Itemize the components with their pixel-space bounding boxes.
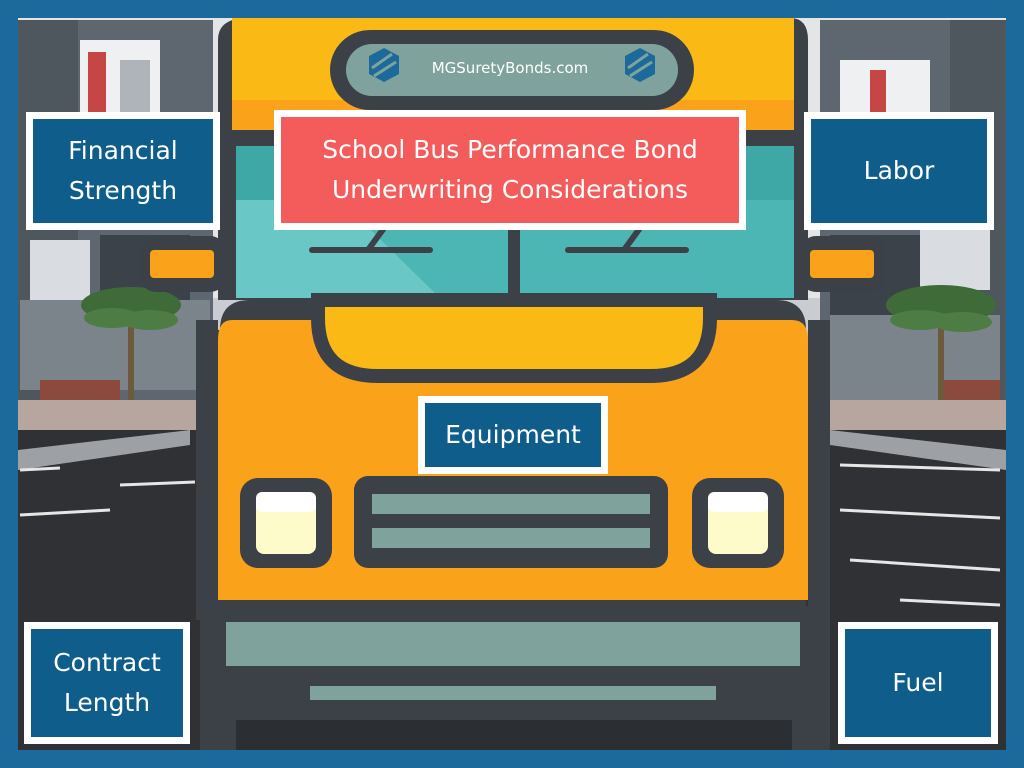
labor-label: Labor <box>863 156 935 185</box>
parking-lines <box>19 463 1001 607</box>
fuel-box: Fuel <box>838 622 998 744</box>
financial-strength-line-1: Financial <box>68 136 178 165</box>
hexagon-stripes-logo-icon-right <box>625 48 655 82</box>
page-title: School Bus Performance Bond Underwriting… <box>274 110 746 230</box>
left-palm-tree <box>81 287 181 420</box>
wipers <box>309 225 689 253</box>
equipment-box: Equipment <box>418 396 608 474</box>
grille <box>354 476 668 568</box>
title-line-1: School Bus Performance Bond <box>322 135 698 164</box>
fuel-label: Fuel <box>892 668 944 697</box>
contract-length-line-1: Contract <box>53 648 161 677</box>
financial-strength-line-2: Strength <box>68 176 178 205</box>
labor-box: Labor <box>804 112 994 230</box>
website-label: MGSuretyBonds.com <box>431 59 589 77</box>
contract-length-line-2: Length <box>63 688 151 717</box>
financial-strength-box: Financial Strength <box>26 112 220 230</box>
title-line-2: Underwriting Considerations <box>331 175 689 204</box>
equipment-label: Equipment <box>445 420 581 449</box>
hexagon-stripes-logo-icon <box>369 48 399 82</box>
contract-length-box: Contract Length <box>24 622 190 744</box>
right-palm-tree <box>886 285 996 440</box>
